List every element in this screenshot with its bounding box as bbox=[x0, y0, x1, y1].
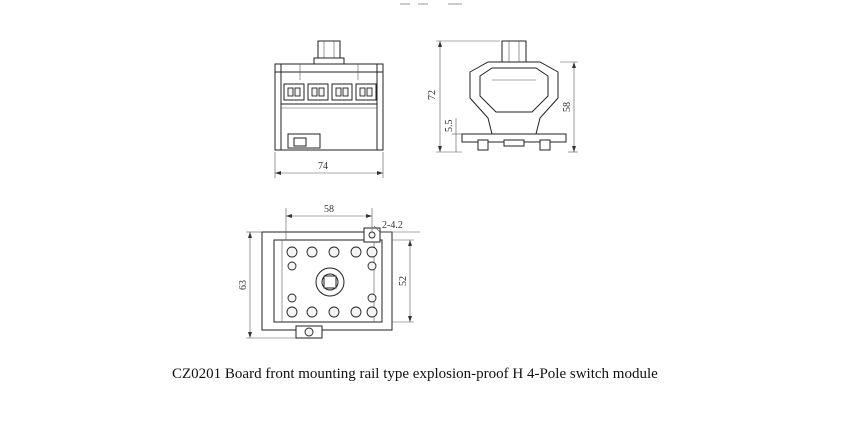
front-view: 74 bbox=[274, 40, 384, 178]
plan-top-screws bbox=[286, 246, 378, 271]
plan-inner-height-label: 52 bbox=[398, 276, 409, 286]
front-width-label: 74 bbox=[318, 161, 328, 172]
dim-side-inner: 58 bbox=[560, 61, 578, 153]
side-view: 72 5.5 58 bbox=[427, 40, 578, 153]
dim-plan-inner-height: 52 bbox=[392, 239, 414, 323]
dim-plan-slot: 2-4.2 bbox=[373, 220, 420, 233]
plan-center-knob bbox=[315, 267, 345, 297]
figure-caption: CZ0201 Board front mounting rail type ex… bbox=[172, 366, 658, 382]
dim-side-height: 72 bbox=[427, 40, 500, 153]
plan-slot-label: 2-4.2 bbox=[382, 220, 403, 231]
side-housing bbox=[469, 61, 559, 135]
plan-view: 58 2-4.2 63 52 bbox=[238, 204, 420, 339]
plan-outer-height-label: 63 bbox=[238, 280, 249, 290]
plan-width-label: 58 bbox=[324, 204, 334, 215]
dim-plan-width: 58 bbox=[285, 204, 373, 240]
dim-plan-outer-height: 63 bbox=[238, 231, 296, 339]
dim-front-width: 74 bbox=[274, 152, 384, 178]
side-small-label: 5.5 bbox=[444, 120, 455, 133]
side-knob bbox=[501, 40, 527, 64]
side-height-label: 72 bbox=[427, 90, 438, 100]
side-inner-label: 58 bbox=[562, 102, 573, 112]
front-terminals bbox=[283, 83, 377, 101]
dim-side-small: 5.5 bbox=[444, 118, 462, 152]
plan-bottom-screws bbox=[286, 293, 378, 318]
